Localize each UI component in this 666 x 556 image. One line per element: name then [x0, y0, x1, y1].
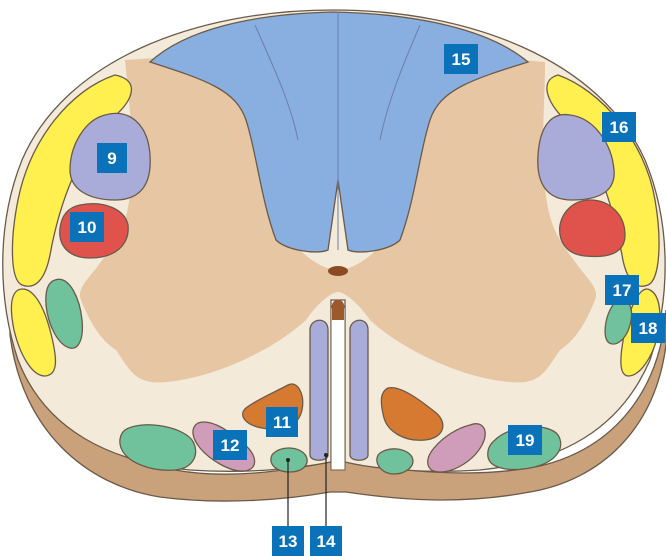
svg-text:14: 14 — [317, 532, 336, 551]
svg-text:12: 12 — [221, 436, 240, 455]
label-18: 18 — [631, 313, 665, 343]
label-17: 17 — [605, 275, 639, 305]
leader-dot-13 — [286, 458, 290, 462]
label-12: 12 — [213, 430, 247, 460]
label-19: 19 — [508, 425, 542, 455]
svg-text:16: 16 — [610, 118, 629, 137]
svg-text:9: 9 — [107, 149, 116, 168]
label-13: 13 — [272, 526, 304, 556]
leader-dot-14 — [324, 453, 328, 457]
label-16: 16 — [602, 112, 636, 142]
lavender-tract-ventral-right — [350, 320, 368, 460]
central-canal — [328, 266, 348, 276]
svg-text:13: 13 — [279, 532, 298, 551]
svg-text:17: 17 — [613, 281, 632, 300]
svg-text:19: 19 — [516, 431, 535, 450]
svg-text:18: 18 — [639, 319, 658, 338]
label-9: 9 — [97, 143, 127, 173]
label-11: 11 — [266, 407, 298, 437]
fissure-top-notch — [332, 300, 344, 320]
label-14: 14 — [310, 526, 342, 556]
svg-text:11: 11 — [273, 413, 291, 432]
green-tract-right-ventral-small — [377, 449, 413, 474]
anterior-median-fissure — [331, 303, 345, 471]
svg-text:15: 15 — [452, 50, 471, 69]
label-10: 10 — [70, 212, 104, 242]
label-15: 15 — [444, 44, 478, 74]
svg-text:10: 10 — [78, 218, 97, 237]
lavender-tract-14 — [310, 320, 328, 460]
